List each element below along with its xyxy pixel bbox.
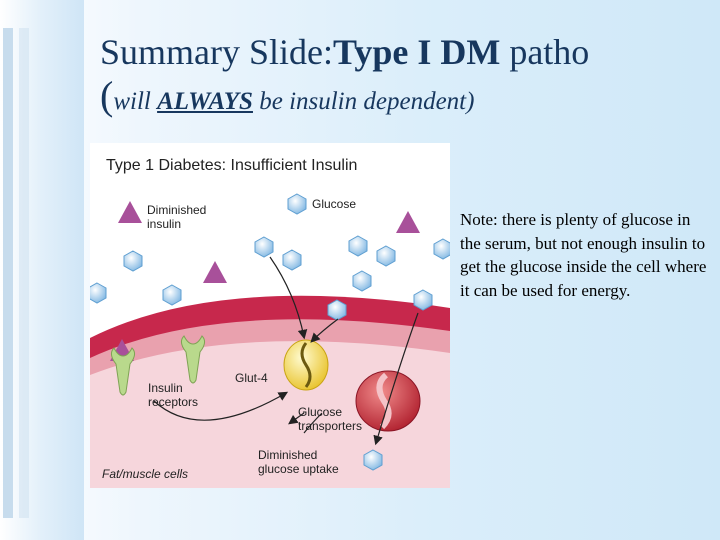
- subtitle-post: be insulin dependent): [252, 88, 475, 115]
- label-cells: Fat/muscle cells: [102, 467, 188, 481]
- label-glucose-transporters: Glucose: [298, 405, 342, 419]
- glucose-transporter: [355, 370, 421, 432]
- slide-subtitle: (will ALWAYS be insulin dependent): [100, 74, 710, 124]
- flow-arrows: [153, 256, 419, 446]
- label-glucose: Glucose: [312, 197, 356, 211]
- decorative-squares-faint: [19, 28, 37, 518]
- label-diminished-uptake-2: glucose uptake: [258, 462, 339, 476]
- label-insulin-receptors: Insulin: [148, 381, 183, 395]
- title-plain: Summary Slide:: [100, 32, 333, 72]
- label-diminished-insulin: Diminished: [147, 203, 206, 217]
- diagram-svg: Type 1 Diabetes: Insufficient Insulin: [90, 157, 450, 488]
- note-text: Note: there is plenty of glucose in the …: [460, 210, 707, 300]
- label-diminished-uptake: Diminished: [258, 448, 317, 462]
- glucose-molecule: [90, 193, 450, 471]
- subtitle-pre: will: [113, 88, 158, 115]
- label-diminished-insulin-2: insulin: [147, 217, 181, 231]
- subtitle-bold: ALWAYS: [157, 88, 253, 115]
- diabetes-diagram: Type 1 Diabetes: Insufficient Insulin: [90, 143, 450, 488]
- glut4-transporter: [283, 339, 329, 391]
- cell-interior: [90, 341, 450, 488]
- figure-title: Type 1 Diabetes: Insufficient Insulin: [106, 157, 357, 174]
- slide-title: Summary Slide:Type I DM patho (will ALWA…: [100, 30, 710, 124]
- label-glucose-transporters-2: transporters: [298, 419, 362, 433]
- label-insulin-receptors-2: receptors: [148, 395, 198, 409]
- decorative-strip: [0, 0, 84, 540]
- subtitle-paren: (: [100, 73, 114, 118]
- insulin-receptor: [110, 335, 206, 396]
- label-glut4: Glut-4: [235, 371, 268, 385]
- title-tail: patho: [500, 32, 590, 72]
- subtitle-emphasis: ALWAYS: [157, 88, 253, 115]
- decorative-squares: [3, 28, 21, 518]
- title-bold: Type I DM: [333, 32, 501, 72]
